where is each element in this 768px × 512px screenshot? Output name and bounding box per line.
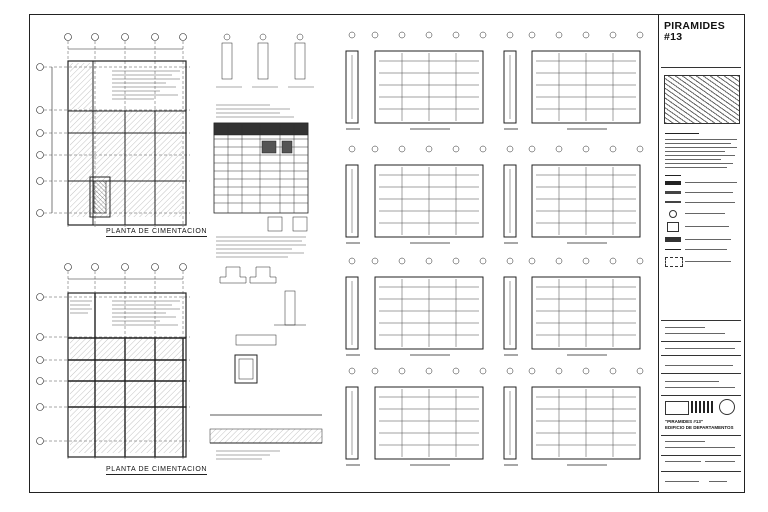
foundation-plan-top: [36, 33, 190, 227]
sheet-project-title: "PIRAMIDES #13": [665, 419, 704, 424]
reinforcement-panels: [345, 31, 644, 466]
section-marker-icon: [669, 210, 677, 218]
grid-bubble-icon: [36, 63, 44, 217]
grid-bubble-icon: [64, 33, 187, 41]
drawing-area: [36, 31, 644, 466]
sheet-project-subtitle: EDIFICIO DE DEPARTAMENTOS: [665, 425, 734, 430]
seal-icon: [719, 399, 735, 415]
project-title: PIRAMIDES #13: [664, 21, 725, 43]
project-number: #13: [664, 31, 683, 43]
location-map: [664, 75, 740, 124]
project-name: PIRAMIDES: [664, 20, 726, 32]
details-column: [209, 33, 323, 460]
grid-bubble-icon: [64, 263, 187, 271]
grid-bubble-icon: [36, 293, 44, 445]
panel-row-1: [345, 50, 641, 124]
north-arrow-icon: [665, 237, 681, 242]
plan-title: PLANTA DE CIMENTACION: [106, 228, 208, 237]
panel-row-3: [345, 276, 641, 350]
panel-row-4: [345, 386, 641, 460]
drawing-sheet: PLANTA DE CIMENTACION PLANTA DE CIMENTAC…: [29, 14, 745, 493]
grid-bubble-icon: [348, 31, 644, 375]
panel-row-2: [345, 164, 641, 238]
title-block: PIRAMIDES #13: [658, 15, 744, 492]
plan-title: PLANTA DE CIMENTACION: [106, 466, 208, 475]
grid-bubble-icon: [223, 33, 304, 41]
barcode-graphic: [691, 401, 715, 413]
firm-logo: [665, 401, 689, 415]
foundation-plan-bottom: [36, 263, 190, 459]
